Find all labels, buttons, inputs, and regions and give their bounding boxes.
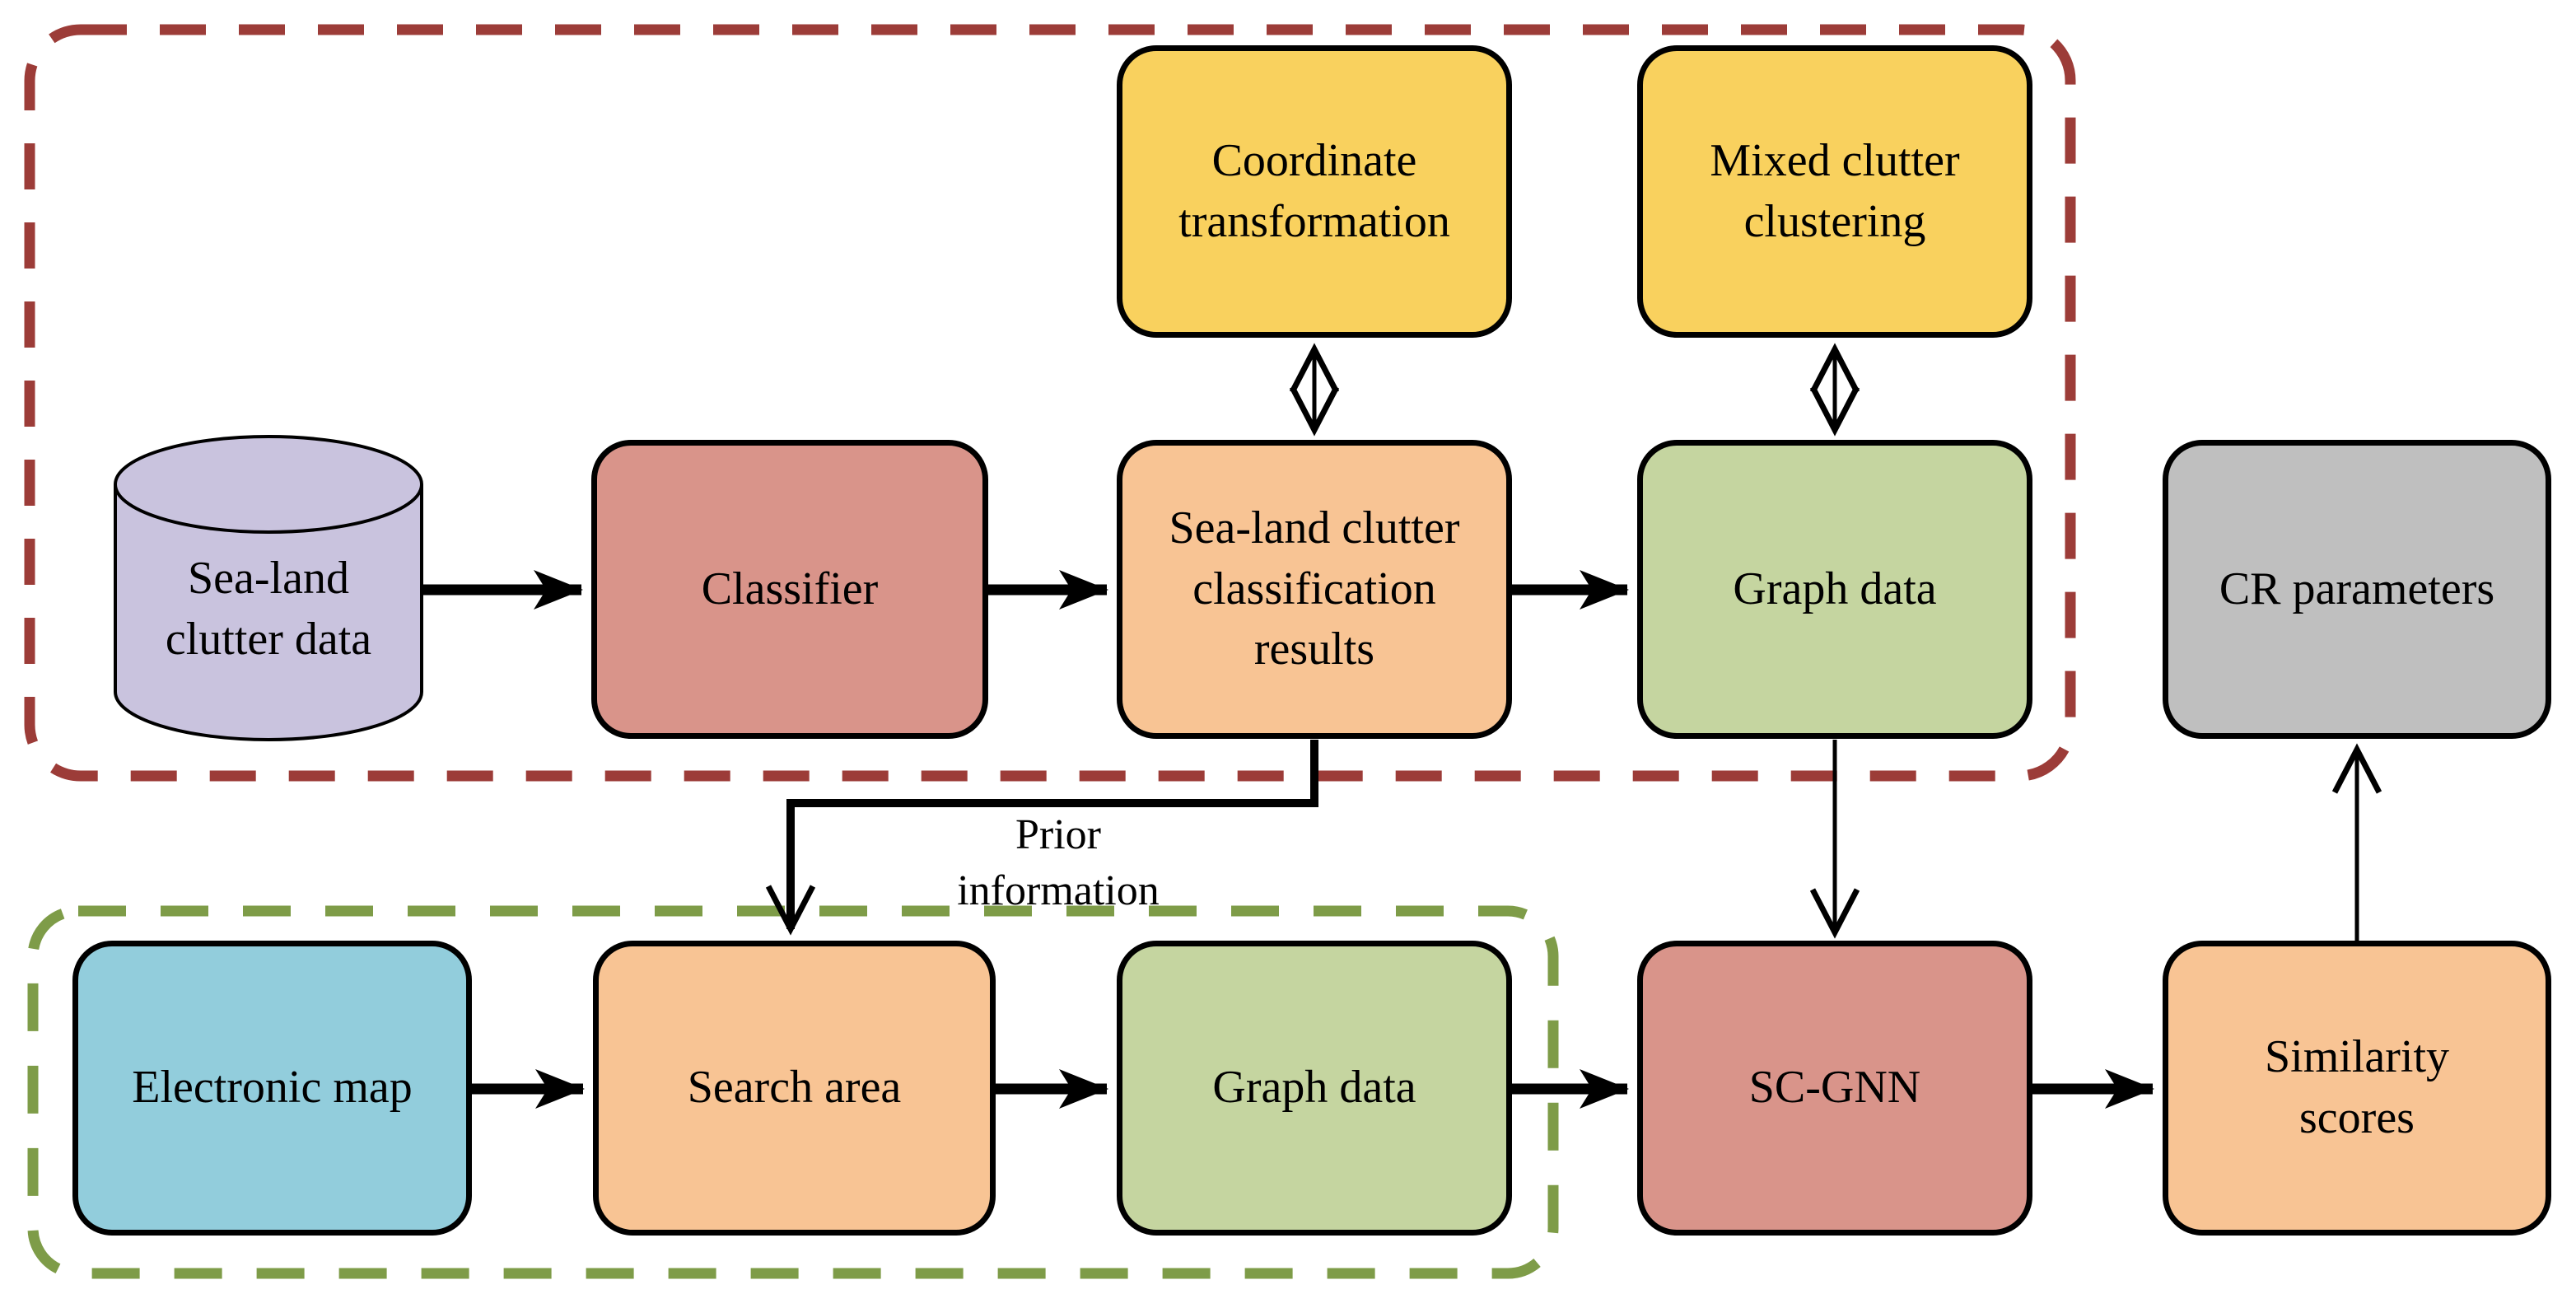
node-cr-parameters-label: CR parameters [2219, 563, 2495, 614]
node-graph-data-bottom: Graph data [1117, 941, 1512, 1236]
node-graph-data-bottom-label: Graph data [1212, 1062, 1416, 1114]
node-electronic-map-label: Electronic map [132, 1062, 413, 1114]
node-classification-results: Sea-land clutter classification results [1117, 440, 1512, 739]
node-sc-gnn: SC-GNN [1637, 941, 2032, 1236]
clutter-processing-group-border [24, 24, 2076, 782]
edge-label-prior-information: Prior information [828, 806, 1289, 921]
node-sc-gnn-label: SC-GNN [1748, 1062, 1921, 1114]
database-cylinder-shape [114, 435, 423, 741]
node-search-area-label: Search area [687, 1062, 902, 1114]
node-sea-land-clutter-data: Sea-land clutter data [115, 515, 422, 704]
node-coordinate-transformation: Coordinate transformation [1117, 45, 1512, 338]
node-mixed-clutter-clustering: Mixed clutter clustering [1637, 45, 2032, 338]
node-similarity-scores-label: Similarity scores [2265, 1031, 2449, 1143]
node-search-area: Search area [593, 941, 996, 1236]
node-graph-data-top-label: Graph data [1733, 563, 1937, 614]
node-coordinate-transformation-label: Coordinate transformation [1178, 134, 1450, 247]
node-classification-results-label: Sea-land clutter classification results [1169, 502, 1460, 675]
node-electronic-map: Electronic map [72, 941, 472, 1236]
node-classifier-label: Classifier [701, 563, 879, 614]
edge-label-prior-information-text: Prior information [957, 811, 1160, 914]
node-classifier: Classifier [591, 440, 988, 739]
map-processing-group-border [27, 905, 1559, 1279]
node-mixed-clutter-clustering-label: Mixed clutter clustering [1710, 134, 1960, 247]
arrow-results-to-searcharea-prior [765, 740, 1318, 936]
node-similarity-scores: Similarity scores [2163, 941, 2551, 1236]
node-graph-data-top: Graph data [1637, 440, 2032, 739]
node-sea-land-clutter-data-label: Sea-land clutter data [165, 553, 372, 665]
node-cr-parameters: CR parameters [2163, 440, 2551, 739]
